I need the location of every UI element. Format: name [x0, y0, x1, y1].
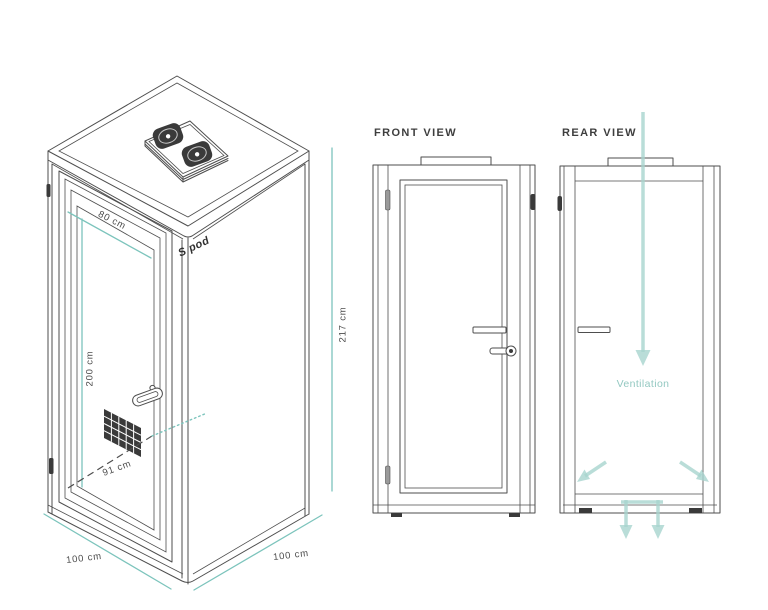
- rear-foot-right: [689, 508, 702, 513]
- iso-dimension-lines: [43, 147, 333, 591]
- iso-left-edge: [47, 159, 53, 515]
- rear-view-label: REAR VIEW: [562, 127, 637, 139]
- dimension-total-height-217cm: 217 cm: [337, 306, 349, 343]
- rear-foot-left: [579, 508, 592, 513]
- front-foot-left: [391, 513, 402, 517]
- vent-arrow-corner-right: [679, 460, 702, 478]
- iso-door-glass: [76, 205, 155, 531]
- front-roof-cap: [420, 156, 492, 166]
- rear-handle-bar: [577, 326, 611, 333]
- iso-roof-fascia: [47, 150, 310, 238]
- front-door-panel: [399, 179, 508, 494]
- front-door-handle: [472, 326, 517, 357]
- rear-latch: [557, 196, 562, 211]
- dim-line-100cm-left: [43, 513, 172, 590]
- rear-view-drawing: [557, 112, 721, 539]
- rear-roof-cap: [607, 157, 674, 167]
- iso-vent-grille: [103, 409, 142, 457]
- iso-right-edge: [304, 159, 310, 517]
- iso-bottom-edge: [47, 511, 310, 583]
- dim-line-100cm-right: [193, 514, 323, 591]
- iso-door: [58, 170, 173, 563]
- iso-front-pillar: [181, 237, 189, 585]
- dim-line-91cm-dashed: [67, 435, 153, 489]
- front-body: [372, 164, 536, 514]
- iso-fan-unit: [144, 120, 229, 183]
- vent-arrows-bottom: [624, 500, 660, 527]
- front-foot-right: [509, 513, 520, 517]
- front-latch: [530, 194, 536, 210]
- iso-view-drawing: [43, 75, 333, 591]
- iso-hinge-top: [46, 184, 51, 197]
- front-view-drawing: [372, 156, 536, 517]
- dim-line-91cm-dotted: [151, 412, 208, 437]
- rear-body: [559, 165, 721, 514]
- front-view-label: FRONT VIEW: [374, 127, 458, 139]
- ventilation-label: Ventilation: [616, 378, 670, 390]
- iso-hinge-bottom: [49, 458, 54, 474]
- front-hinge-top: [385, 189, 391, 211]
- fan-right: [181, 141, 213, 167]
- iso-door-handle: [132, 384, 163, 407]
- front-hinge-bottom: [385, 465, 391, 485]
- fan-left: [152, 123, 184, 149]
- ventilation-arrows: [577, 112, 709, 539]
- vent-arrow-corner-left: [584, 460, 607, 478]
- dimension-door-height-200cm: 200 cm: [84, 350, 96, 387]
